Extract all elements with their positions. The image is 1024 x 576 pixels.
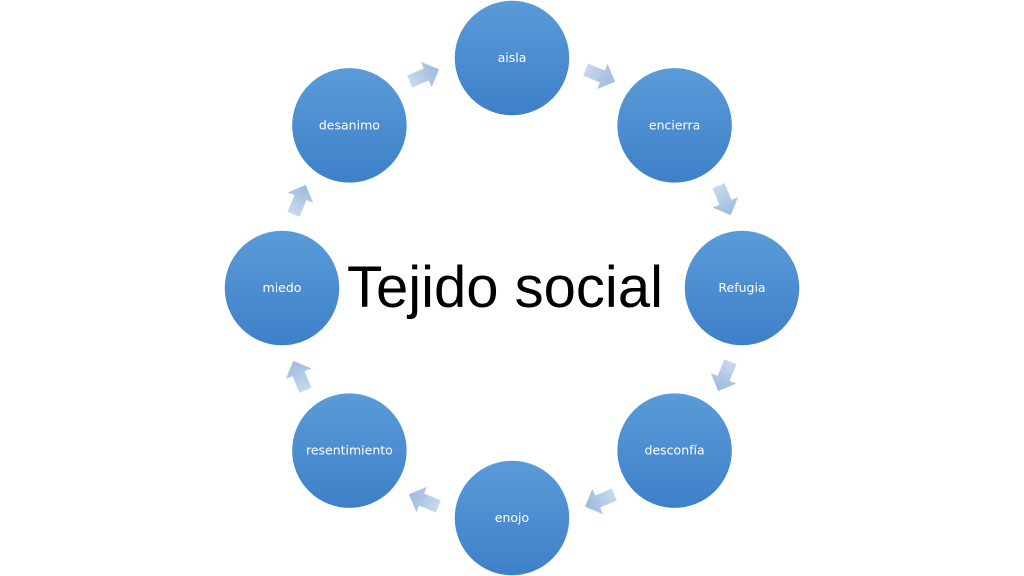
cycle-node-circle: [223, 229, 341, 347]
cycle-node-circle: [290, 66, 409, 185]
cycle-node-label: miedo: [263, 280, 302, 295]
cycle-node-circle: [683, 229, 801, 347]
cycle-arrow-icon: [283, 359, 314, 395]
cycle-node: desconfía: [615, 391, 734, 510]
cycle-arrow-icon: [581, 61, 617, 92]
cycle-node-label: resentimiento: [306, 443, 393, 458]
cycle-node-circle: [453, 459, 571, 576]
cycle-node-label: encierra: [649, 117, 700, 132]
cycle-arrow-icon: [583, 486, 619, 517]
cycle-arrow-icon: [407, 484, 443, 515]
cycle-node: enojo: [453, 459, 571, 576]
cycle-node-label: enojo: [495, 510, 529, 525]
cycle-node-circle: [615, 391, 734, 510]
arrows-layer: [283, 59, 741, 517]
cycle-arrow-icon: [708, 357, 739, 393]
cycle-arrow-icon: [405, 59, 441, 90]
cycle-node-circle: [290, 391, 409, 510]
cycle-node: aisla: [453, 0, 571, 117]
cycle-node-label: desanimo: [319, 117, 380, 132]
cycle-node-label: Refugia: [718, 280, 765, 295]
page-title: Tejido social: [347, 255, 663, 320]
cycle-node: Refugia: [683, 229, 801, 347]
cycle-node: desanimo: [290, 66, 409, 185]
cycle-node: encierra: [615, 66, 734, 185]
cycle-node-label: desconfía: [645, 443, 705, 458]
cycle-node: resentimiento: [290, 391, 409, 510]
cycle-node-circle: [453, 0, 571, 117]
cycle-node-circle: [615, 66, 734, 185]
cycle-node: miedo: [223, 229, 341, 347]
cycle-arrow-icon: [710, 181, 741, 217]
cycle-arrow-icon: [285, 183, 316, 219]
cycle-node-label: aisla: [498, 50, 527, 65]
